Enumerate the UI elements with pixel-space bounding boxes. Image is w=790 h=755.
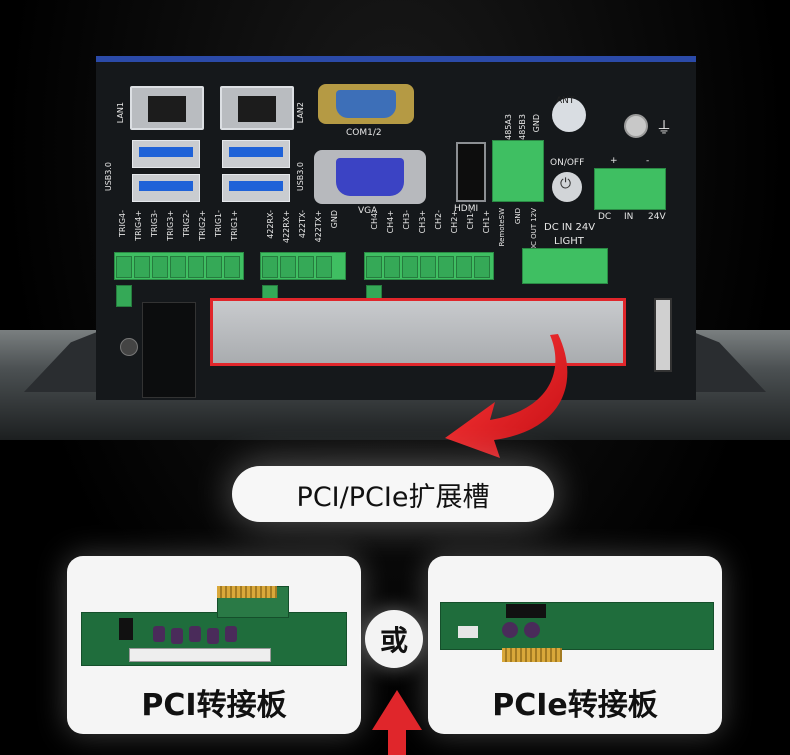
trig-label: TRIG1- xyxy=(214,210,223,237)
rs422-label: GND xyxy=(330,210,339,229)
pcie-gold-finger xyxy=(502,648,562,662)
pci-riser-card-panel: PCI转接板 xyxy=(67,556,361,734)
rs485-label-3: GND xyxy=(532,114,541,133)
power-icon: ⏻ xyxy=(560,176,572,192)
usb30-right-label: USB3.0 xyxy=(296,162,305,192)
ch-label-group: CH4- CH4+ CH3- CH3+ CH2- CH2+ CH1- CH1+ xyxy=(366,210,494,250)
chassis-screw-icon xyxy=(120,338,138,356)
capacitor xyxy=(225,626,237,642)
light-label: LIGHT xyxy=(554,236,584,247)
ch-label: CH1- xyxy=(466,210,475,230)
trig-label: TRIG4- xyxy=(118,210,127,237)
dc-label: DC xyxy=(598,212,612,222)
dc-in-24v-label: DC IN 24V xyxy=(544,222,596,233)
lan2-port xyxy=(220,86,294,130)
vga-label: VGA xyxy=(358,206,378,216)
usb-port-3 xyxy=(222,140,290,168)
com-label: COM1/2 xyxy=(346,128,382,138)
ch-label: CH4- xyxy=(370,210,379,230)
ch-label: CH1+ xyxy=(482,210,491,234)
pcie-riser-label: PCIe转接板 xyxy=(492,688,658,723)
ch-terminal xyxy=(364,252,494,307)
power-header xyxy=(458,626,478,638)
lan2-label: LAN2 xyxy=(296,102,305,124)
ch-label: CH3- xyxy=(402,210,411,230)
antenna-connector xyxy=(552,98,586,132)
capacitor xyxy=(207,628,219,644)
rs422-label-group: 422RX- 422RX+ 422TX- 422TX+ GND xyxy=(262,210,346,250)
remote-label-2: GND xyxy=(514,208,522,225)
chip xyxy=(119,618,133,640)
or-badge: 或 xyxy=(365,610,423,668)
down-arrow-icon xyxy=(372,690,422,755)
usb-port-2 xyxy=(132,174,200,202)
rs422-label: 422RX- xyxy=(266,210,275,239)
onoff-label: ON/OFF xyxy=(550,158,585,168)
ch-label: CH3+ xyxy=(418,210,427,234)
power-button[interactable]: ⏻ xyxy=(552,172,582,202)
rs422-label: 422TX+ xyxy=(314,210,323,243)
pcie-riser-board xyxy=(440,602,714,650)
dc-plus-label: + xyxy=(610,156,618,166)
usb-port-4 xyxy=(222,174,290,202)
trig-label: TRIG1+ xyxy=(230,210,239,241)
side-bracket xyxy=(142,302,196,398)
capacitor xyxy=(189,626,201,642)
vga-port xyxy=(314,150,426,204)
expansion-slot-title: PCI/PCIe扩展槽 xyxy=(232,466,554,522)
ant-label: ANT xyxy=(556,96,575,106)
pcie-slot-connector xyxy=(506,604,546,618)
capacitor xyxy=(153,626,165,642)
ground-screw-icon xyxy=(624,114,648,138)
ch-label: CH4+ xyxy=(386,210,395,234)
rs422-terminal xyxy=(260,252,346,307)
pcie-riser-card-panel: PCIe转接板 xyxy=(428,556,722,734)
dc-minus-label: - xyxy=(646,156,650,166)
rs422-label: 422RX+ xyxy=(282,210,291,244)
trig-label: TRIG2- xyxy=(182,210,191,237)
capacitor xyxy=(502,622,518,638)
trig-label: TRIG3+ xyxy=(166,210,175,241)
ch-label: CH2+ xyxy=(450,210,459,234)
lan1-port xyxy=(130,86,204,130)
trig-label: TRIG4+ xyxy=(134,210,143,241)
trig-label-group: TRIG4- TRIG4+ TRIG3- TRIG3+ TRIG2- TRIG2… xyxy=(114,210,242,250)
remote-label-1: RemoteSW xyxy=(498,208,506,247)
capacitor xyxy=(524,622,540,638)
ground-symbol-icon: ⏚ xyxy=(656,118,673,137)
hdmi-label: HDMI xyxy=(454,204,479,214)
trig-label: TRIG2+ xyxy=(198,210,207,241)
pci-riser-label: PCI转接板 xyxy=(141,688,287,723)
com-port xyxy=(318,84,414,124)
rs485-label-2: 485B3 xyxy=(518,114,527,140)
card-latch xyxy=(654,298,672,372)
usb30-left-label: USB3.0 xyxy=(104,162,113,192)
ch-label: CH2- xyxy=(434,210,443,230)
remote-label-3: DC OUT 12V xyxy=(530,208,538,252)
in-label: IN xyxy=(624,212,634,222)
trig-label: TRIG3- xyxy=(150,210,159,237)
v24-label: 24V xyxy=(648,212,666,222)
curved-arrow-icon xyxy=(445,334,568,458)
trig-terminal xyxy=(114,252,244,307)
hdmi-port xyxy=(456,142,486,202)
capacitor xyxy=(171,628,183,644)
pci-slot-connector xyxy=(129,648,271,662)
light-terminal xyxy=(522,248,608,284)
lan1-label: LAN1 xyxy=(116,102,125,124)
pci-gold-finger xyxy=(217,586,277,598)
rs422-label: 422TX- xyxy=(298,210,307,239)
rs485-label-1: 485A3 xyxy=(504,114,513,140)
rs485-terminal xyxy=(492,140,544,202)
usb-port-1 xyxy=(132,140,200,168)
dc-in-terminal xyxy=(594,168,666,210)
